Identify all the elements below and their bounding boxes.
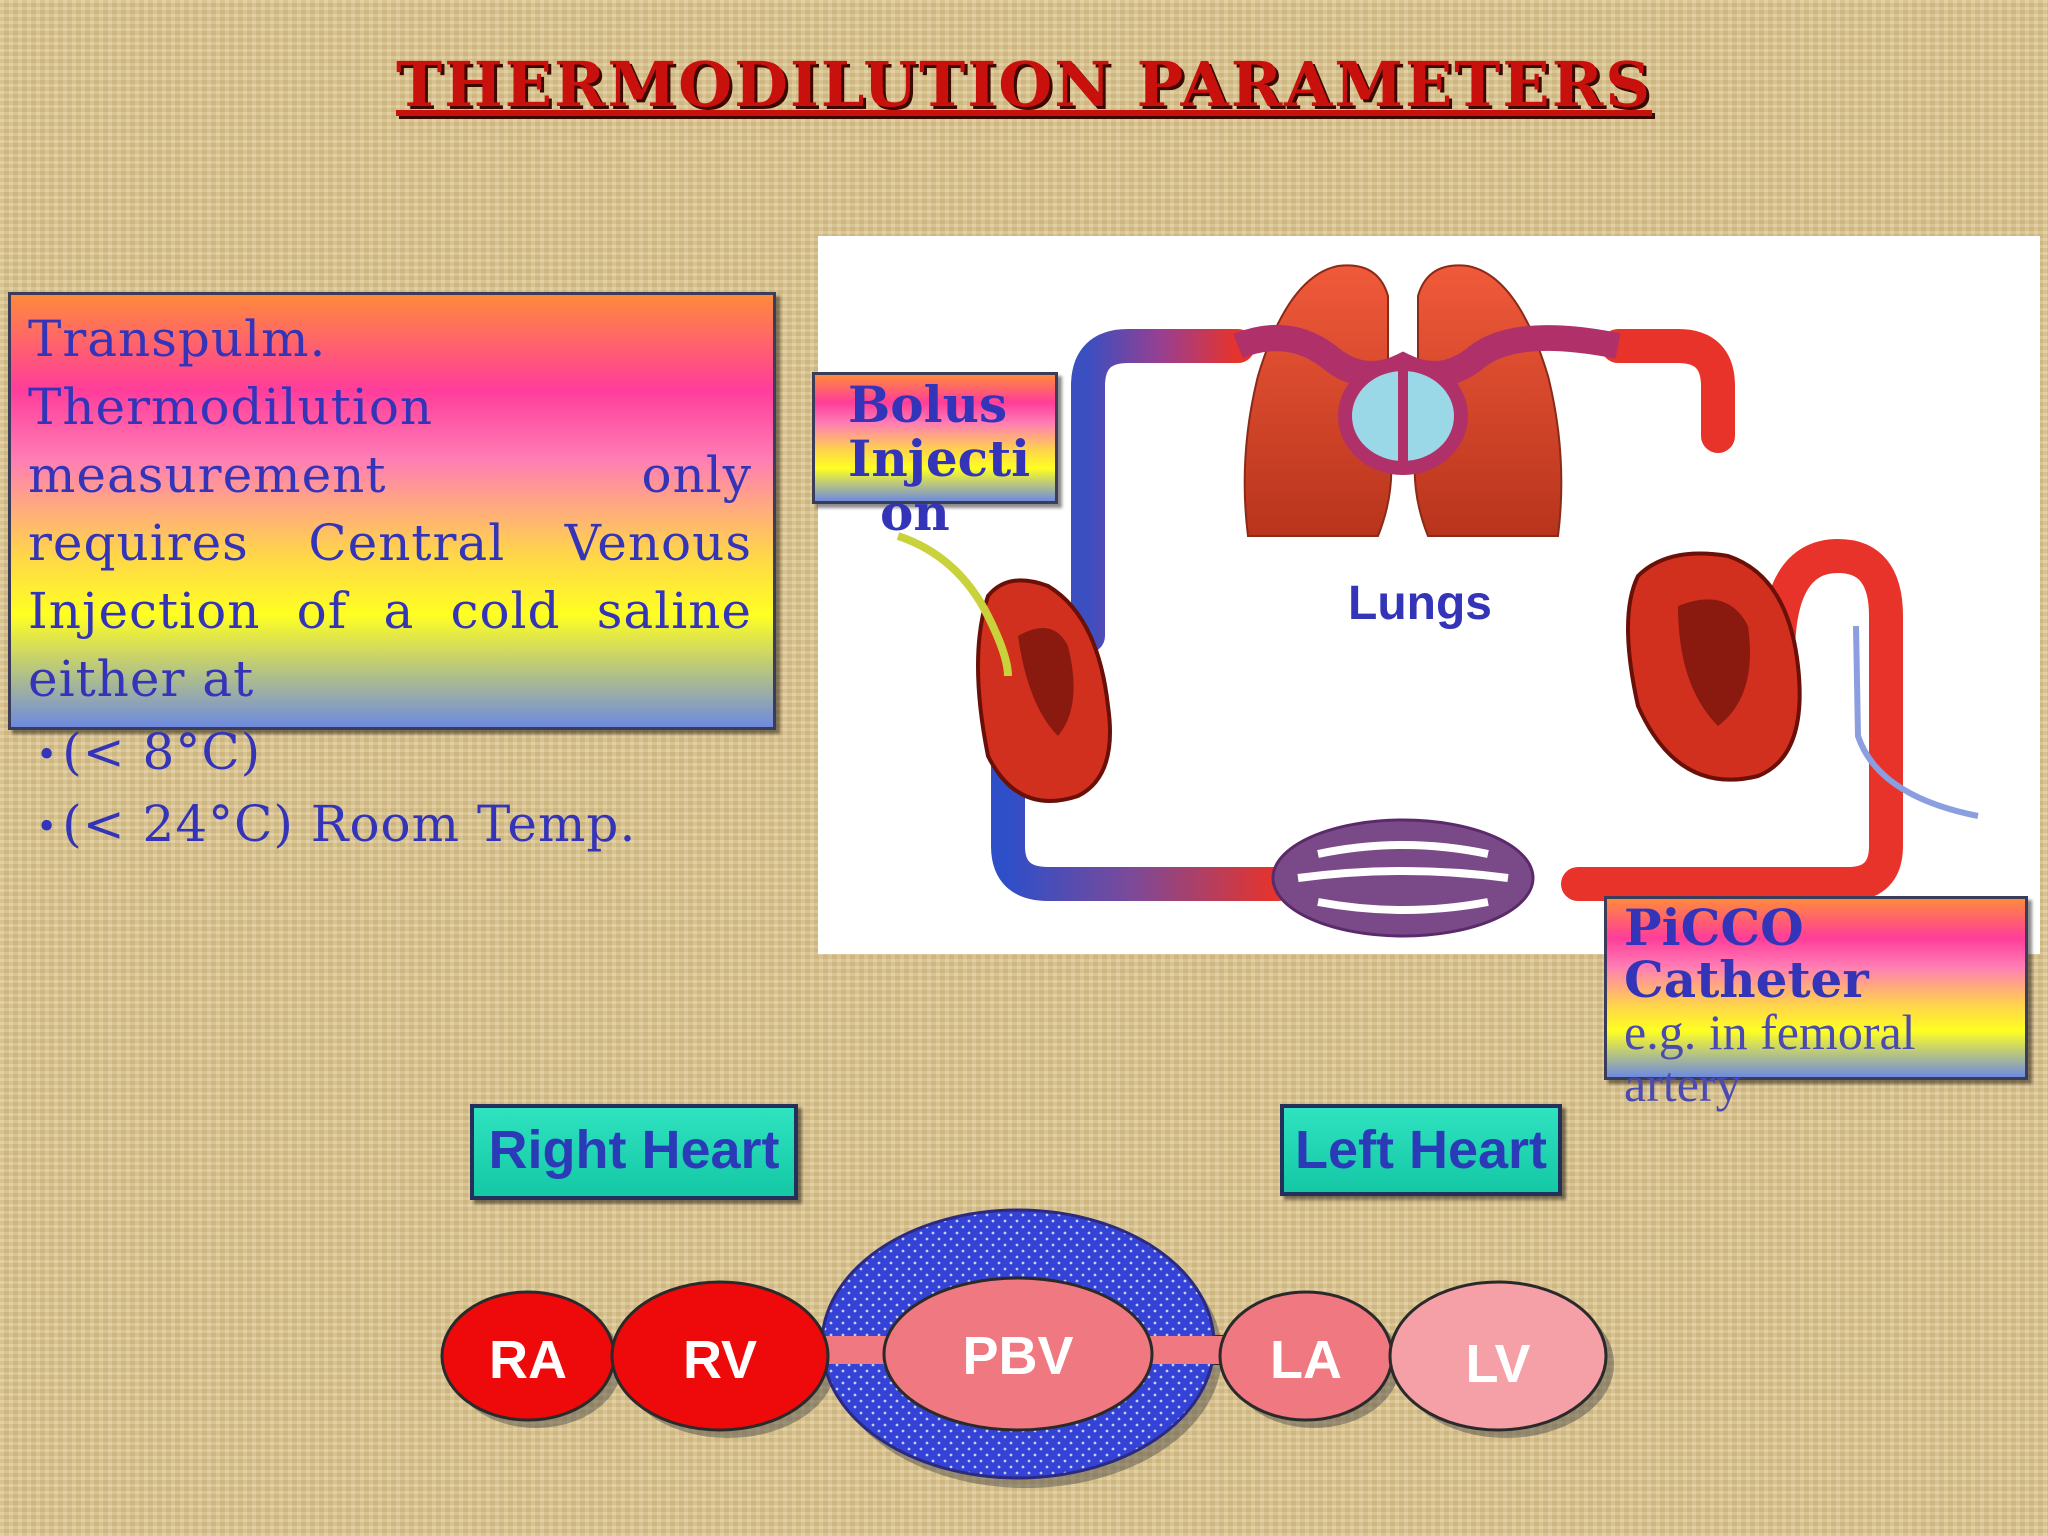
chamber-label-ra: RA bbox=[489, 1330, 567, 1390]
main-text-line: requires Central Venous bbox=[28, 514, 752, 572]
left-heart-chamber bbox=[1678, 599, 1750, 726]
chamber-lv bbox=[1388, 1280, 1608, 1432]
capillary-line bbox=[1297, 867, 1509, 882]
bolus-injection-tube bbox=[896, 532, 1012, 677]
chamber-label-la: LA bbox=[1270, 1330, 1342, 1390]
main-text-line: Transpulm. bbox=[28, 310, 327, 368]
slide-title: THERMODILUTION PARAMETERS bbox=[395, 48, 1652, 121]
right-heart-label: Right Heart bbox=[470, 1104, 798, 1200]
temperature-bullets: •(< 8°C) •(< 24°C) Room Temp. bbox=[36, 718, 636, 862]
vena-cava-vessel bbox=[991, 739, 1295, 901]
bolus-label-line: Injecti bbox=[848, 429, 1031, 488]
pulmonary-vessel bbox=[1071, 329, 1255, 653]
bolus-label-line: Bolus bbox=[848, 375, 1008, 434]
main-text-line: measurement only bbox=[28, 446, 752, 504]
left-heart-label: Left Heart bbox=[1280, 1104, 1562, 1196]
main-text-line: either at bbox=[28, 650, 255, 708]
bullet-icon: • bbox=[36, 807, 59, 848]
right-heart-chamber bbox=[1018, 628, 1074, 736]
picco-title-line: Catheter bbox=[1624, 950, 1869, 1009]
bullet-item: •(< 8°C) bbox=[36, 723, 262, 781]
picco-label-box bbox=[1604, 896, 2028, 1080]
bullet-item: •(< 24°C) Room Temp. bbox=[36, 795, 637, 853]
picco-catheter-label: PiCCO Catheter e.g. in femoral artery bbox=[1624, 898, 1916, 1112]
picco-sub-line: e.g. in femoral bbox=[1624, 1004, 1916, 1060]
lungs-label: Lungs bbox=[1348, 577, 1492, 630]
main-text-line: Thermodilution bbox=[28, 378, 434, 436]
chamber-label-lv: LV bbox=[1466, 1334, 1531, 1394]
bullet-icon: • bbox=[36, 735, 59, 776]
chamber-label-pbv: PBV bbox=[962, 1326, 1073, 1386]
aorta-vessel bbox=[1561, 538, 1903, 901]
main-text-line: Injection of a cold saline bbox=[28, 582, 752, 640]
bolus-label-box bbox=[812, 372, 1058, 504]
picco-sub-line: artery bbox=[1624, 1056, 1741, 1112]
chamber-pbv bbox=[882, 1276, 1154, 1432]
main-text-box bbox=[8, 292, 776, 730]
circulation-diagram bbox=[818, 236, 2040, 954]
chamber-rv bbox=[610, 1280, 830, 1432]
chamber-label-rv: RV bbox=[683, 1330, 757, 1390]
main-text: Transpulm. Thermodilution measurement on… bbox=[28, 305, 752, 713]
capillary-line bbox=[1317, 841, 1489, 858]
circulation-illustration bbox=[896, 264, 1979, 938]
picco-catheter bbox=[1853, 625, 1979, 819]
picco-title-line: PiCCO bbox=[1624, 898, 1804, 957]
capillary-line bbox=[1317, 898, 1489, 914]
pulmonary-vein bbox=[1601, 329, 1735, 453]
bolus-injection-label: Bolus Injecti on bbox=[848, 378, 1030, 540]
bolus-label-line: on bbox=[880, 483, 950, 542]
